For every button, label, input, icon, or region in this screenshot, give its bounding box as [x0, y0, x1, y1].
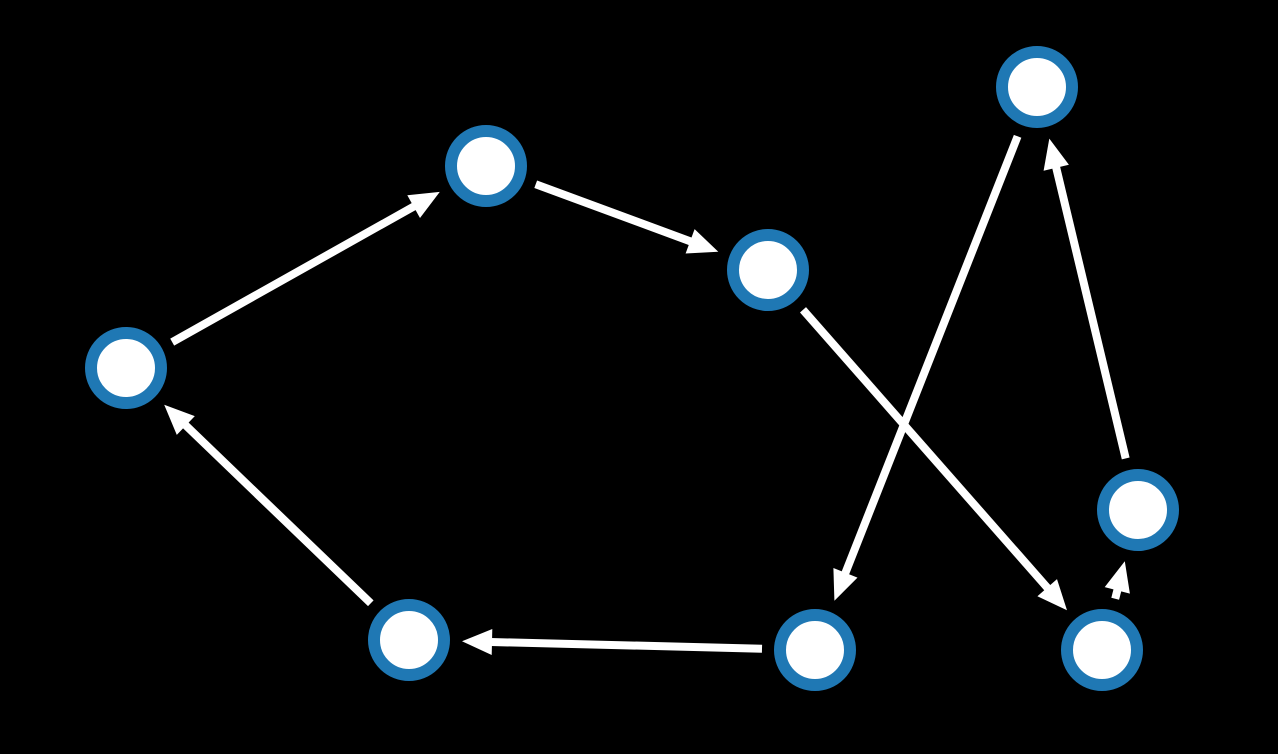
- graph-node: [85, 327, 167, 409]
- graph-edge-arrowhead: [1104, 561, 1130, 594]
- graph-edge-line: [534, 180, 693, 246]
- graph-node: [996, 46, 1078, 128]
- graph-node: [774, 609, 856, 691]
- graph-edge-arrowhead: [685, 229, 719, 254]
- graph-edge-arrowhead: [1043, 138, 1069, 171]
- graph-edge-line: [170, 202, 417, 346]
- graph-edge-line: [841, 134, 1022, 576]
- graph-edge-arrowhead: [462, 629, 493, 655]
- graph-node: [1097, 469, 1179, 551]
- graph-node: [368, 599, 450, 681]
- graph-node: [727, 229, 809, 311]
- graph-edge-arrowhead: [407, 191, 440, 218]
- graph-edge-line: [799, 307, 1051, 592]
- graph-edge-line: [182, 421, 374, 607]
- graph-edge-line: [490, 638, 763, 653]
- graph-edge-arrowhead: [833, 568, 858, 601]
- graph-node: [445, 125, 527, 207]
- graph-edge-arrowhead: [164, 404, 195, 435]
- graph-node: [1061, 609, 1143, 691]
- graph-edge-arrowhead: [1037, 579, 1067, 611]
- graph-edge-line: [1111, 588, 1122, 600]
- graph-edge-line: [1052, 165, 1130, 460]
